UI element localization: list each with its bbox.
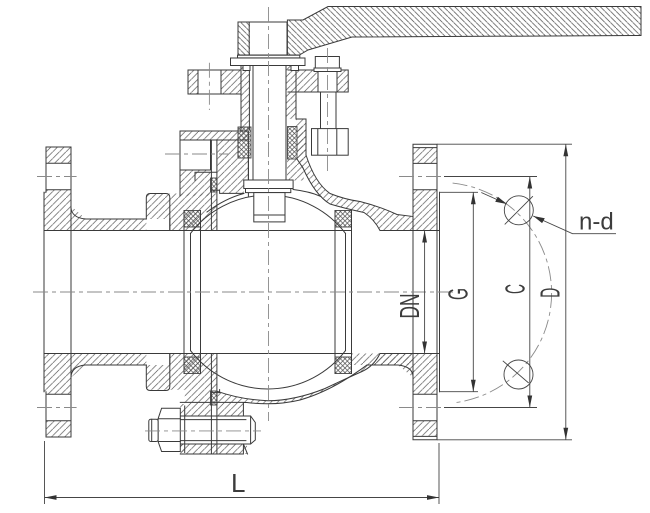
svg-text:D: D: [535, 288, 566, 298]
svg-text:G: G: [443, 288, 474, 300]
svg-text:DN: DN: [394, 294, 425, 319]
svg-text:n-d: n-d: [579, 209, 614, 236]
svg-text:L: L: [231, 468, 245, 498]
svg-text:C: C: [500, 284, 531, 294]
